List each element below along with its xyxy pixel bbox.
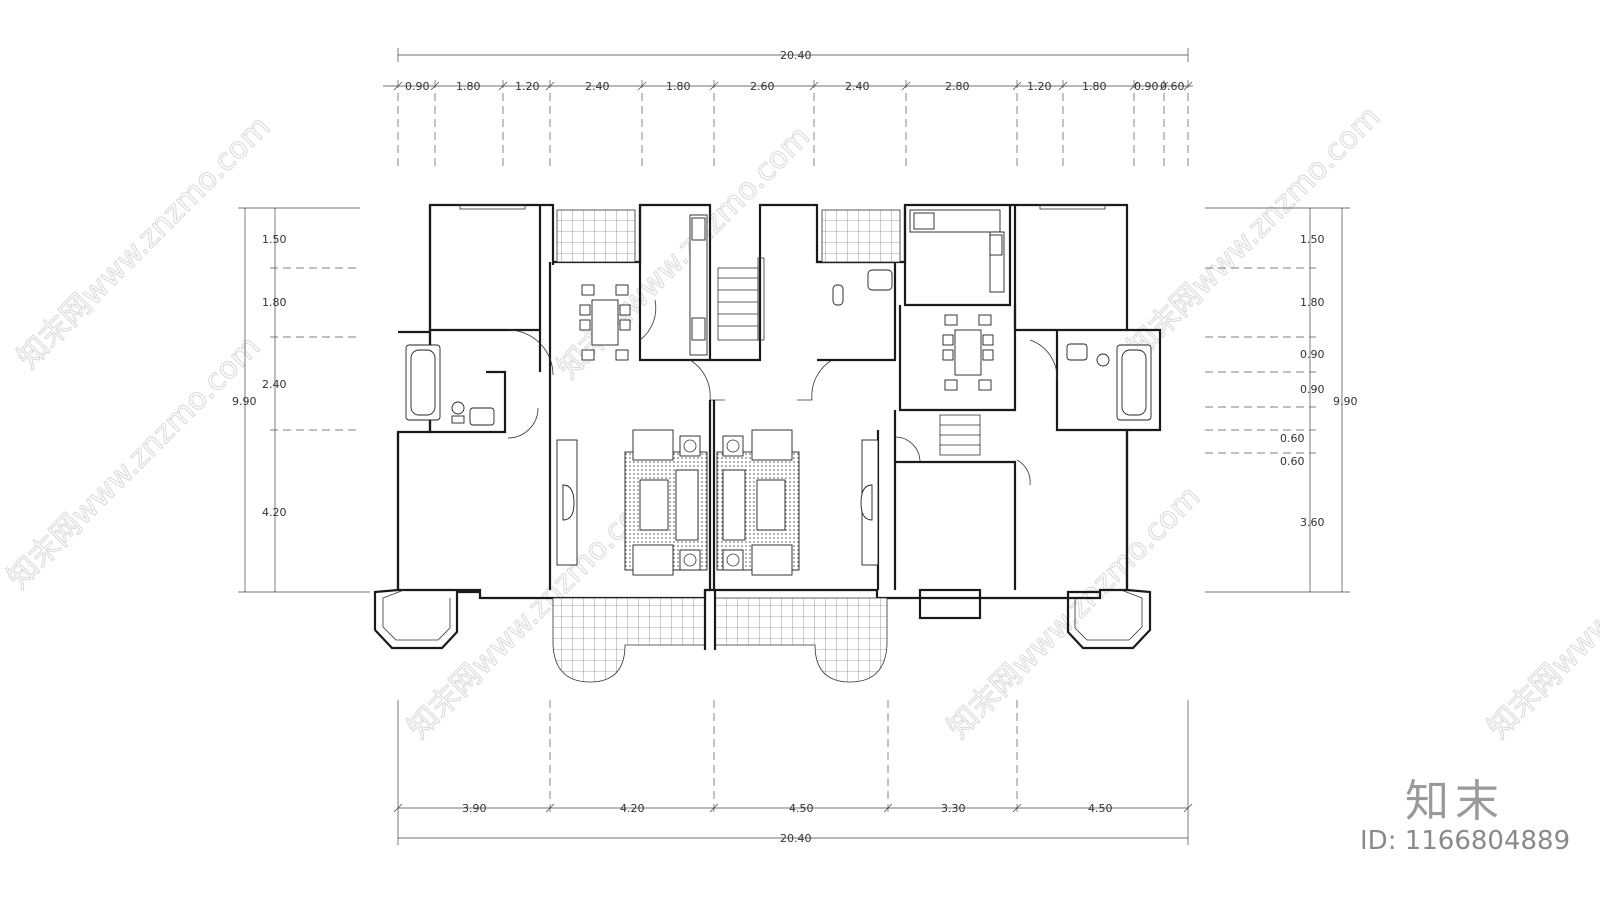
right-dim-label: 0.60 <box>1280 432 1305 445</box>
bottom-dim-label: 3.90 <box>462 802 487 815</box>
right-total-label: 9.90 <box>1333 395 1358 408</box>
top-dim-label: 1.80 <box>456 80 481 93</box>
staircase <box>689 257 833 401</box>
top-dim-label: 2.40 <box>845 80 870 93</box>
image-id-label: ID: 1166804889 <box>1360 826 1571 856</box>
coffee-table <box>639 479 669 531</box>
left-total-label: 9.90 <box>232 395 257 408</box>
sink <box>469 407 495 426</box>
right-dim-label: 1.50 <box>1300 233 1325 246</box>
dimension-tick <box>709 803 719 813</box>
top-dim-label: 2.40 <box>585 80 610 93</box>
watermark-layer: 知末网www.znzmo.com 知末网www.znzmo.com 知末网www… <box>0 99 1600 746</box>
watermark-text: 知末网www.znzmo.com <box>1481 479 1600 745</box>
right-dim-label: 0.90 <box>1300 348 1325 361</box>
dining-table <box>591 299 619 346</box>
top-dimensions: 20.40 0.90 1.80 1.20 2.40 1.80 2.60 2.40… <box>383 48 1193 170</box>
front-balcony <box>714 597 888 683</box>
right-dim-label: 0.90 <box>1300 383 1325 396</box>
left-dimensions: 9.90 1.50 1.80 2.40 4.20 <box>232 207 370 593</box>
top-total-label: 20.40 <box>780 49 812 62</box>
top-dim-label: 0.90 <box>1134 80 1159 93</box>
wall-left-bedroom <box>428 205 542 372</box>
wall-right-bedroom <box>1013 205 1127 332</box>
bottom-dim-label: 4.20 <box>620 802 645 815</box>
top-dim-label: 1.20 <box>1027 80 1052 93</box>
sofa <box>632 429 674 461</box>
top-dim-label: 0.60 <box>1160 80 1185 93</box>
top-dim-label: 2.80 <box>945 80 970 93</box>
dimension-tick <box>883 803 893 813</box>
floor-plan <box>373 203 1162 683</box>
top-dim-label: 1.20 <box>515 80 540 93</box>
front-balcony <box>552 597 706 683</box>
dimension-tick <box>545 803 555 813</box>
top-dim-label: 0.90 <box>405 80 430 93</box>
left-dim-label: 2.40 <box>262 378 287 391</box>
bottom-dimensions: 3.90 4.20 4.50 3.30 4.50 20.40 <box>393 700 1193 845</box>
bottom-dim-label: 3.30 <box>941 802 966 815</box>
right-dim-label: 1.80 <box>1300 296 1325 309</box>
exterior-wall <box>396 203 1162 600</box>
dimension-tick <box>1183 803 1193 813</box>
dimension-tick <box>393 803 403 813</box>
wall-left-bath <box>398 330 507 434</box>
balcony-tiles <box>556 209 636 263</box>
wall-right-kitchen <box>903 205 1012 307</box>
bottom-dim-label: 4.50 <box>1088 802 1113 815</box>
bottom-total-label: 20.40 <box>780 832 812 845</box>
right-dim-label: 3.60 <box>1300 516 1325 529</box>
watermark-text: 知末网www.znzmo.com <box>1121 99 1387 365</box>
right-dimensions: 1.50 1.80 0.90 0.90 0.60 0.60 3.60 9.90 <box>1205 207 1358 593</box>
brand-logo: 知末 <box>1405 776 1505 827</box>
top-dim-label: 1.80 <box>1082 80 1107 93</box>
top-dim-label: 2.60 <box>750 80 775 93</box>
bottom-dim-label: 4.50 <box>789 802 814 815</box>
left-dim-label: 1.50 <box>262 233 287 246</box>
right-dim-label: 0.60 <box>1280 455 1305 468</box>
wall-left-kitchen <box>638 205 710 362</box>
left-dim-label: 4.20 <box>262 506 287 519</box>
dimension-tick <box>1012 803 1022 813</box>
wall-left-bay <box>373 432 480 650</box>
left-dim-label: 1.80 <box>262 296 287 309</box>
toilet <box>451 401 465 415</box>
top-dim-label: 1.80 <box>666 80 691 93</box>
